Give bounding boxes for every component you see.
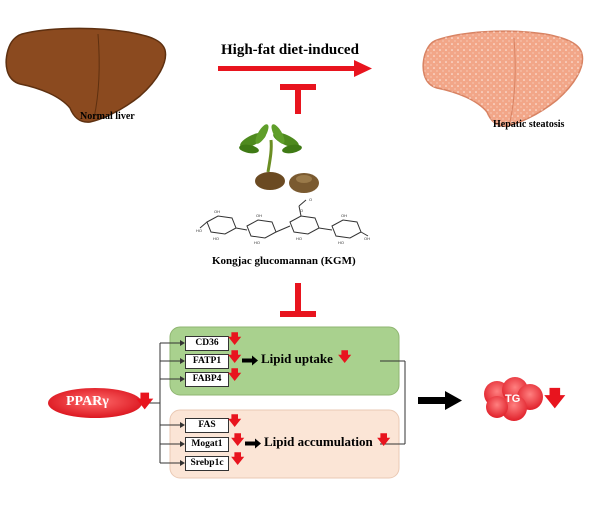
cd36-down-arrow: 🡇 (228, 332, 242, 347)
pparg-down-arrow: 🡇 (136, 392, 154, 412)
svg-text:HO: HO (296, 236, 302, 241)
gene-cd36: CD36 (185, 336, 229, 351)
svg-text:OH: OH (256, 213, 262, 218)
lipid-accumulation-label: Lipid accumulation (264, 434, 373, 449)
lipid-uptake-down-arrow: 🡇 (338, 350, 352, 365)
to-lipid-uptake-arrow (242, 355, 258, 366)
tg-down-arrow: 🡇 (544, 386, 566, 410)
svg-text:O: O (300, 208, 303, 213)
svg-text:HO: HO (196, 228, 202, 233)
svg-text:OH: OH (341, 213, 347, 218)
kgm-label: Kongjac glucomannan (KGM) (212, 255, 356, 267)
svg-text:OH: OH (364, 236, 370, 241)
high-fat-arrow (218, 60, 372, 77)
fabp4-down-arrow: 🡇 (228, 368, 242, 383)
high-fat-diet-title: High-fat diet-induced (221, 42, 359, 58)
fas-down-arrow: 🡇 (228, 414, 242, 429)
kgm-structure-labels: HO OH HO OH HO O O HO OH HO OH (196, 197, 370, 245)
to-tg-arrow (418, 391, 462, 410)
kgm-structure-icon (199, 199, 369, 239)
svg-text:OH: OH (214, 209, 220, 214)
lipid-uptake-label: Lipid uptake (261, 351, 333, 366)
tg-cluster-icon (484, 377, 543, 421)
inhibition-symbol-middle (280, 283, 316, 317)
normal-liver-icon (5, 27, 167, 123)
pparg-connectors (144, 342, 406, 464)
pparg-label: PPARγ (66, 394, 109, 409)
srebp1c-down-arrow: 🡇 (231, 452, 245, 467)
svg-text:HO: HO (213, 236, 219, 241)
fatp1-down-arrow: 🡇 (228, 350, 242, 365)
tg-label: TG (505, 393, 521, 405)
gene-fabp4: FABP4 (185, 372, 229, 387)
konjac-plant-icon (239, 124, 319, 193)
svg-text:HO: HO (254, 240, 260, 245)
lipid-accumulation-down-arrow: 🡇 (377, 433, 391, 448)
gene-fatp1: FATP1 (185, 354, 229, 369)
gene-mogat1: Mogat1 (185, 437, 229, 452)
svg-text:O: O (309, 197, 312, 202)
gene-fas: FAS (185, 418, 229, 433)
mogat1-down-arrow: 🡇 (231, 433, 245, 448)
pparg-ellipse (48, 388, 142, 418)
inhibition-symbol-top (280, 84, 316, 114)
gene-srebp1c: Srebp1c (185, 456, 229, 471)
hepatic-steatosis-label: Hepatic steatosis (493, 119, 565, 130)
to-lipid-accumulation-arrow (245, 438, 261, 449)
fatty-liver-icon (422, 30, 584, 127)
normal-liver-label: Normal liver (80, 111, 135, 122)
gene-arrowheads (180, 340, 185, 466)
svg-text:HO: HO (338, 240, 344, 245)
